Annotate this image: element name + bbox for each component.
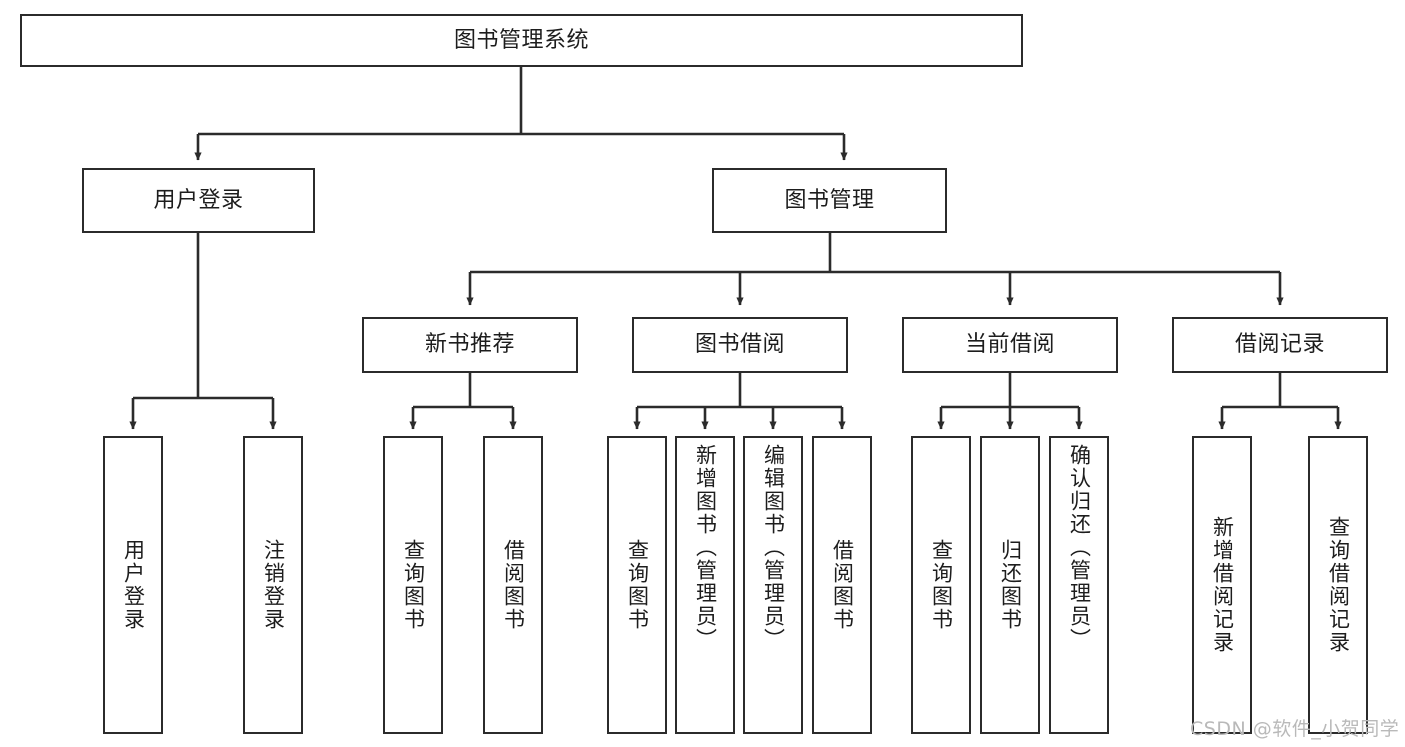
leaf-borrow-query-book[interactable]: 查询图书	[607, 436, 667, 734]
leaf-user-login-login[interactable]: 用户登录	[103, 436, 163, 734]
leaf-current-return-book[interactable]: 归还图书	[980, 436, 1040, 734]
node-label: 编辑图书（管理员）	[761, 444, 786, 651]
node-label: 归还图书	[998, 539, 1023, 631]
leaf-current-confirm-return-admin[interactable]: 确认归还（管理员）	[1049, 436, 1109, 734]
node-label: 查询借阅记录	[1326, 516, 1351, 654]
node-label: 注销登录	[261, 539, 286, 631]
leaf-record-add-record[interactable]: 新增借阅记录	[1192, 436, 1252, 734]
leaf-user-login-logout[interactable]: 注销登录	[243, 436, 303, 734]
node-label: 图书管理系统	[453, 27, 589, 53]
leaf-recommend-query-book[interactable]: 查询图书	[383, 436, 443, 734]
node-root-system[interactable]: 图书管理系统	[20, 14, 1023, 67]
node-label: 借阅图书	[501, 539, 526, 631]
leaf-borrow-edit-book-admin[interactable]: 编辑图书（管理员）	[743, 436, 803, 734]
node-label: 图书管理	[784, 187, 875, 213]
node-label: 借阅记录	[1234, 332, 1325, 358]
node-new-book-recommend[interactable]: 新书推荐	[362, 317, 578, 373]
node-label: 新增图书（管理员）	[693, 444, 718, 651]
node-book-management[interactable]: 图书管理	[712, 168, 947, 233]
leaf-borrow-borrow-book[interactable]: 借阅图书	[812, 436, 872, 734]
node-label: 查询图书	[401, 539, 426, 631]
node-user-login[interactable]: 用户登录	[82, 168, 315, 233]
leaf-recommend-borrow-book[interactable]: 借阅图书	[483, 436, 543, 734]
leaf-record-query-record[interactable]: 查询借阅记录	[1308, 436, 1368, 734]
leaf-borrow-add-book-admin[interactable]: 新增图书（管理员）	[675, 436, 735, 734]
node-label: 当前借阅	[964, 332, 1055, 358]
node-label: 借阅图书	[830, 539, 855, 631]
node-current-borrow[interactable]: 当前借阅	[902, 317, 1118, 373]
node-label: 用户登录	[153, 187, 244, 213]
node-label: 新增借阅记录	[1210, 516, 1235, 654]
node-label: 查询图书	[625, 539, 650, 631]
node-label: 新书推荐	[424, 332, 515, 358]
node-label: 用户登录	[121, 539, 146, 631]
node-book-borrow[interactable]: 图书借阅	[632, 317, 848, 373]
watermark: CSDN @软件_小贺同学	[1190, 718, 1400, 740]
node-borrow-record[interactable]: 借阅记录	[1172, 317, 1388, 373]
node-label: 确认归还（管理员）	[1067, 444, 1092, 651]
node-label: 图书借阅	[694, 332, 785, 358]
leaf-current-query-book[interactable]: 查询图书	[911, 436, 971, 734]
node-label: 查询图书	[929, 539, 954, 631]
